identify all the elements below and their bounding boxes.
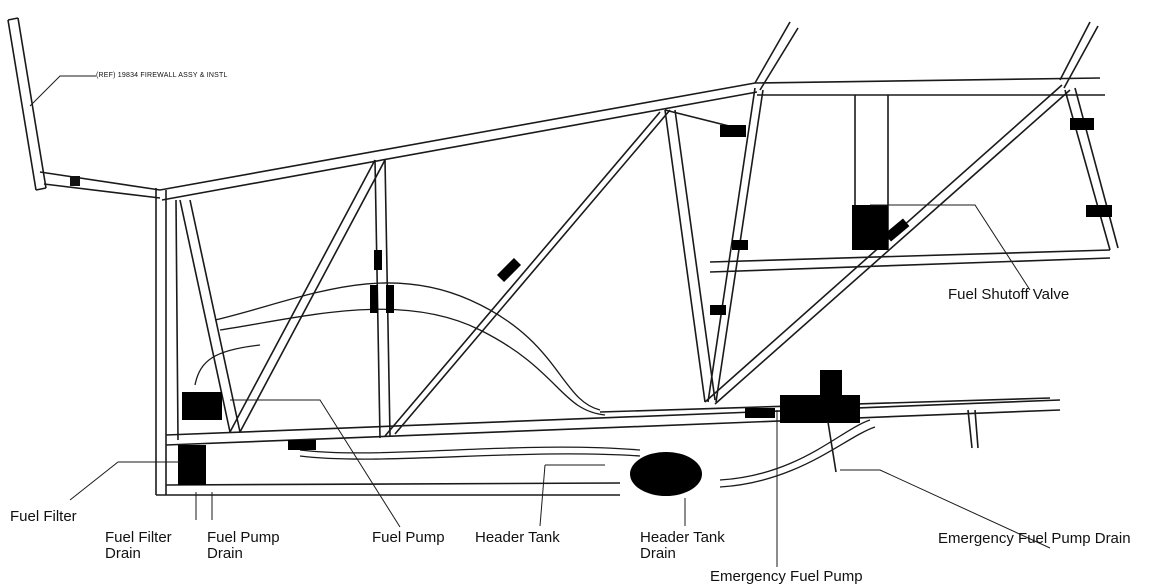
callout-leaders bbox=[69, 204, 1051, 567]
firewall-ref-leader bbox=[29, 75, 96, 107]
leader-fuel-pump bbox=[230, 399, 401, 528]
firewall-reference-note: (REF) 19834 FIREWALL ASSY & INSTL bbox=[96, 72, 228, 79]
callout-emergency-fuel-pump: Emergency Fuel Pump bbox=[710, 568, 863, 585]
callout-fuel-shutoff-valve: Fuel Shutoff Valve bbox=[948, 286, 1070, 303]
leader-fuel-shutoff-valve bbox=[870, 204, 1031, 291]
leader-emergency-fuel-pump-drain bbox=[840, 469, 1051, 549]
callout-header-tank: Header Tank bbox=[475, 529, 560, 546]
callout-fuel-filter: Fuel Filter bbox=[10, 508, 77, 525]
leader-fuel-filter bbox=[69, 461, 119, 501]
callout-header-tank-drain: Header Tank Drain bbox=[640, 529, 725, 562]
callout-emergency-fuel-pump-drain: Emergency Fuel Pump Drain bbox=[938, 530, 1131, 547]
firewall bbox=[7, 17, 161, 199]
callout-fuel-filter-drain: Fuel Filter Drain bbox=[105, 529, 172, 562]
leader-header-tank bbox=[539, 464, 546, 527]
callout-fuel-pump-drain: Fuel Pump Drain bbox=[207, 529, 280, 562]
callout-fuel-pump: Fuel Pump bbox=[372, 529, 445, 546]
fuselage-frame bbox=[7, 17, 1119, 496]
